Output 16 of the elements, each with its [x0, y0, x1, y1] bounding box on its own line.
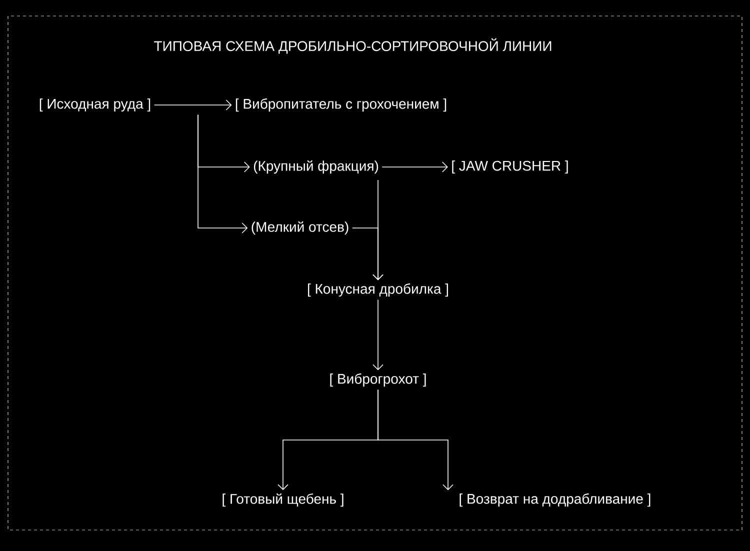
arrow	[382, 162, 448, 172]
node-label: [ Исходная руда ]	[40, 98, 150, 112]
node-label: [ Конусная дробилка ]	[308, 283, 448, 297]
node-label: (Крупный фракция)	[254, 160, 378, 174]
node-label: [ Вибропитатель с грохочением ]	[236, 98, 446, 112]
node-label: [ JAW CRUSHER ]	[452, 160, 568, 174]
node-label: [ Готовый щебень ]	[222, 493, 344, 507]
arrow	[154, 100, 232, 110]
arrow	[198, 114, 248, 234]
node-label: [ Возврат на додрабливание ]	[460, 493, 650, 507]
arrow	[352, 228, 384, 280]
arrow	[372, 299, 384, 370]
arrow	[378, 389, 454, 490]
node-label: [ Виброгрохот ]	[330, 373, 426, 387]
title: ТИПОВАЯ СХЕМА ДРОБИЛЬНО-СОРТИРОВОЧНОЙ ЛИНИИ	[154, 38, 552, 54]
node-label: (Мелкий отсев)	[252, 221, 348, 235]
